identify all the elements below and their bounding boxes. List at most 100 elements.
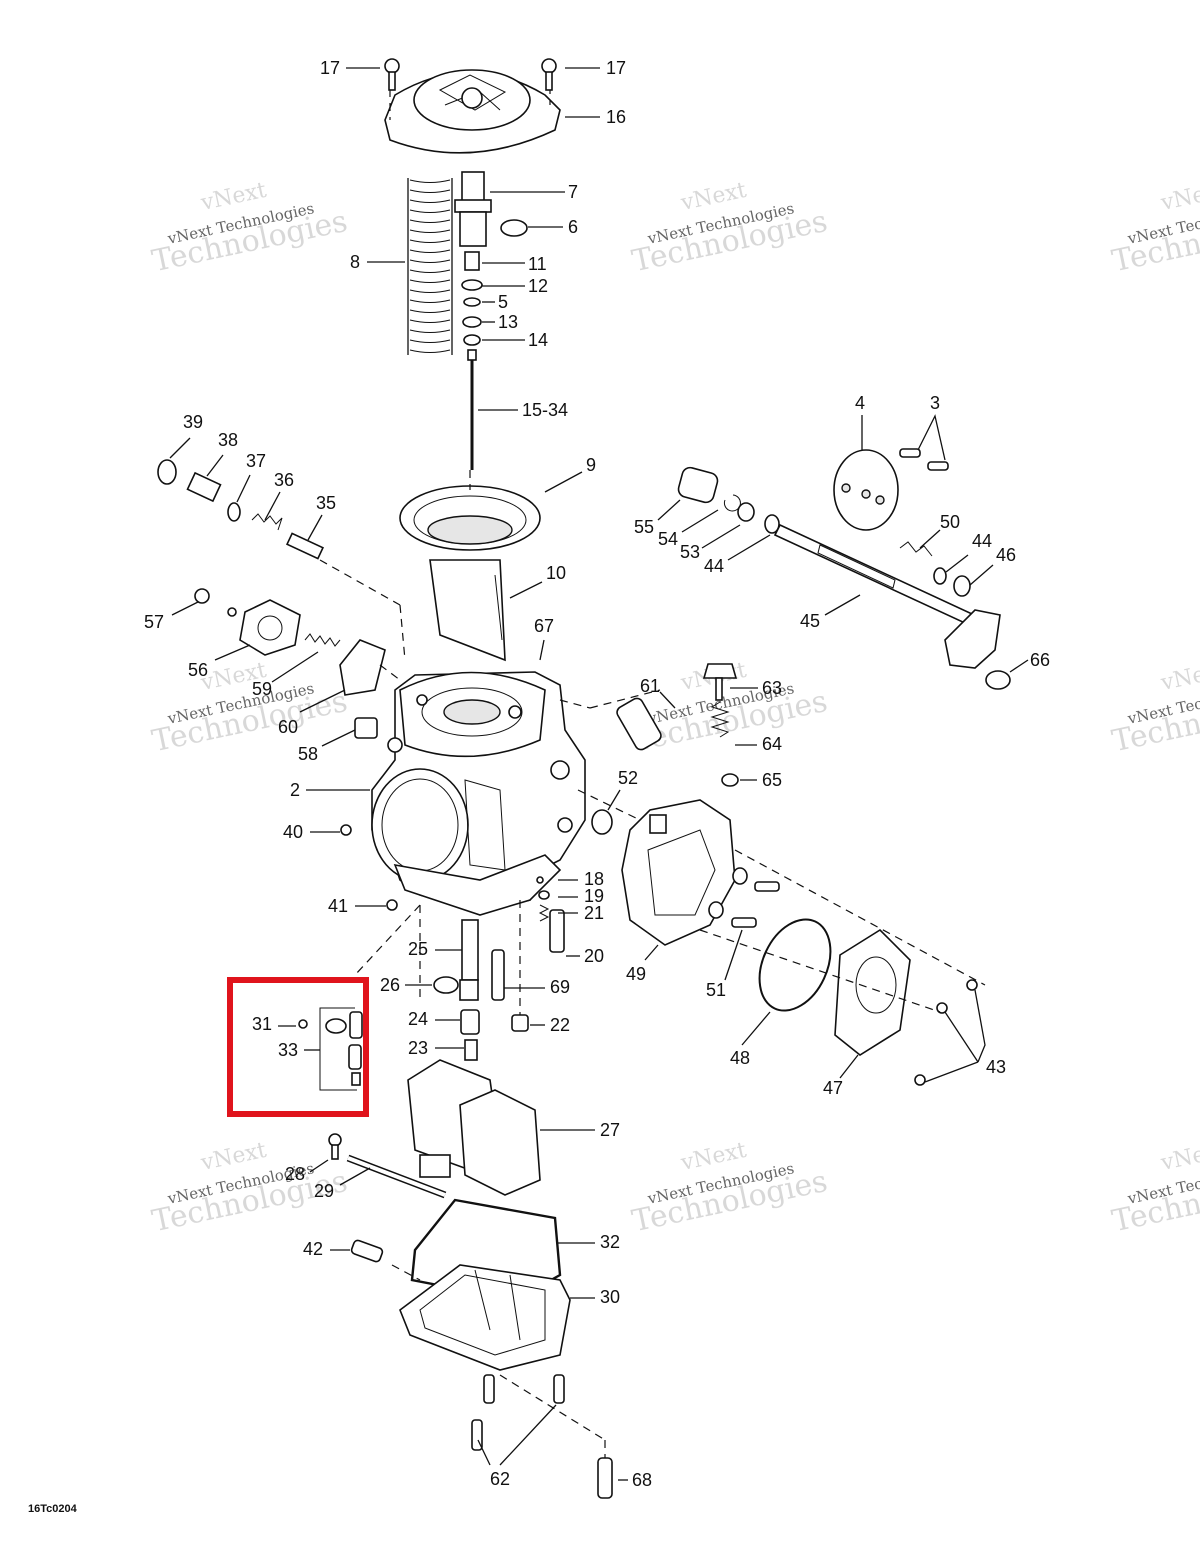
watermarks: vNext vNext Technologies Technologies vN…: [149, 178, 1200, 1240]
throttle-shaft-assembly: [677, 448, 1011, 690]
callout-label: 57: [144, 612, 164, 632]
spring: [407, 178, 453, 355]
callout-label: 62: [490, 1469, 510, 1489]
callout-label: 64: [762, 734, 782, 754]
watermark: vNext vNext Technologies Technologies: [629, 178, 830, 280]
float-bowl: [350, 1198, 613, 1499]
callout-label: 53: [680, 542, 700, 562]
callout-label: 5: [498, 292, 508, 312]
callout-label: 66: [1030, 650, 1050, 670]
callout-label: 52: [618, 768, 638, 788]
callout-label: 8: [350, 252, 360, 272]
callout-labels: 17 17 16 7 6 8 11 12 5 13 14 15-34 9 10 …: [144, 58, 1050, 1490]
callout-label: 20: [584, 946, 604, 966]
callout-label: 3: [930, 393, 940, 413]
callout-label: 42: [303, 1239, 323, 1259]
callout-label: 11: [528, 254, 547, 274]
callout-label: 67: [534, 616, 554, 636]
callout-label: 21: [584, 903, 604, 923]
diagram-code: 16Tc0204: [28, 1503, 78, 1515]
svg-text:vNext: vNext: [1158, 658, 1200, 696]
callout-label: 23: [408, 1038, 428, 1058]
callout-label: 35: [316, 493, 336, 513]
callout-label: 59: [252, 679, 272, 699]
callout-label: 28: [285, 1164, 305, 1184]
callout-label: 46: [996, 545, 1016, 565]
choke-assembly: [194, 588, 401, 739]
watermark: vNext vNext Technologies Technologies: [629, 1138, 830, 1240]
callout-label: 48: [730, 1048, 750, 1068]
callout-label: 26: [380, 975, 400, 995]
callout-label: 68: [632, 1470, 652, 1490]
callout-label: 38: [218, 430, 238, 450]
callout-label: 30: [600, 1287, 620, 1307]
callout-label: 50: [940, 512, 960, 532]
svg-text:vNext: vNext: [1158, 178, 1200, 216]
lower-jets: [340, 824, 565, 1061]
leader-lines: [169, 67, 1029, 1481]
callout-label: 22: [550, 1015, 570, 1035]
callout-label: 69: [550, 977, 570, 997]
callout-label: 45: [800, 611, 820, 631]
callout-label: 58: [298, 744, 318, 764]
float-assembly: [328, 1059, 541, 1199]
callout-label: 31: [252, 1014, 272, 1034]
callout-label: 39: [183, 412, 203, 432]
callout-label: 44: [704, 556, 724, 576]
callout-label: 60: [278, 717, 298, 737]
callout-label: 17: [320, 58, 340, 78]
callout-label: 4: [855, 393, 865, 413]
callout-label: 17: [606, 58, 626, 78]
svg-text:Technologies: Technologies: [1109, 204, 1200, 280]
pump-assembly: [621, 799, 986, 1086]
callout-label: 19: [584, 886, 604, 906]
right-fittings: [559, 663, 739, 835]
callout-label: 36: [274, 470, 294, 490]
callout-label: 14: [528, 330, 548, 350]
parts: [157, 58, 1011, 1499]
callout-label: 43: [986, 1057, 1006, 1077]
callout-label: 6: [568, 217, 578, 237]
callout-label: 12: [528, 276, 548, 296]
callout-label: 29: [314, 1181, 334, 1201]
callout-label: 2: [290, 780, 300, 800]
callout-label: 13: [498, 312, 518, 332]
left-fittings: [157, 459, 406, 661]
callout-label: 18: [584, 869, 604, 889]
watermark: vNext vNext Technologies Technologies: [149, 658, 350, 760]
diaphragm-slide: [399, 470, 541, 662]
callout-label: 55: [634, 517, 654, 537]
watermark: vNext vNext Technologies Technologies: [1109, 1138, 1200, 1240]
callout-label: 65: [762, 770, 782, 790]
callout-label: 25: [408, 939, 428, 959]
svg-text:Technologies: Technologies: [1109, 1164, 1200, 1240]
callout-label: 44: [972, 531, 992, 551]
callout-label: 15-34: [522, 400, 568, 420]
svg-text:vNext: vNext: [1158, 1138, 1200, 1176]
callout-label: 41: [328, 896, 348, 916]
callout-label: 32: [600, 1232, 620, 1252]
callout-label: 47: [823, 1078, 843, 1098]
callout-label: 7: [568, 182, 578, 202]
callout-label: 10: [546, 563, 566, 583]
highlight-box: [227, 977, 369, 1117]
boxed-parts: [298, 1007, 363, 1091]
callout-label: 40: [283, 822, 303, 842]
callout-label: 37: [246, 451, 266, 471]
top-cover: [384, 58, 561, 154]
callout-label: 49: [626, 964, 646, 984]
callout-label: 27: [600, 1120, 620, 1140]
needle-assembly: [454, 171, 528, 470]
watermark: vNext vNext Technologies Technologies: [1109, 658, 1200, 760]
carburetor-body: [371, 671, 586, 916]
callout-label: 9: [586, 455, 596, 475]
callout-label: 24: [408, 1009, 428, 1029]
callout-label: 51: [706, 980, 726, 1000]
callout-label: 16: [606, 107, 626, 127]
callout-label: 63: [762, 678, 782, 698]
callout-label: 54: [658, 529, 678, 549]
callout-label: 56: [188, 660, 208, 680]
svg-text:Technologies: Technologies: [1109, 684, 1200, 760]
watermark: vNext vNext Technologies Technologies: [149, 178, 350, 280]
